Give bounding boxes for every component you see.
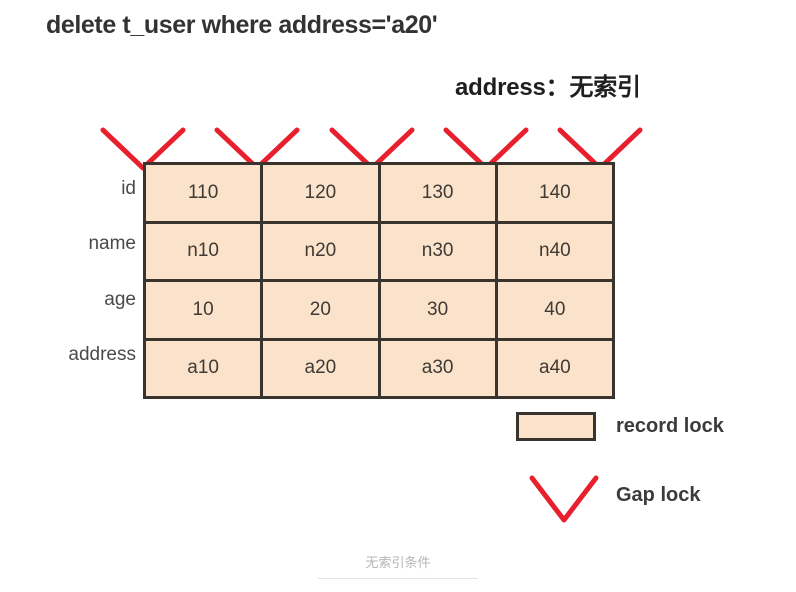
table-cell: 40	[494, 279, 616, 341]
row-label-age: age	[104, 288, 136, 310]
watermark-text: 无索引条件	[365, 555, 431, 570]
table-cell: a20	[260, 337, 381, 399]
table-cell: a30	[377, 337, 498, 399]
row-label-column: id name age address	[20, 162, 136, 384]
row-label-address: address	[68, 344, 136, 366]
table-cell: n20	[260, 220, 381, 282]
legend-record-lock-label: record lock	[616, 415, 724, 437]
table-cell: 10	[142, 279, 264, 341]
table-cell: 140	[494, 162, 616, 224]
watermark-divider	[318, 578, 478, 579]
table-cell: n30	[377, 220, 498, 282]
legend-gap-lock-icon	[529, 475, 599, 523]
table-cell: a10	[142, 337, 264, 399]
legend-record-lock-swatch	[516, 412, 596, 441]
table-cell: 30	[377, 279, 498, 341]
table-cell: 120	[260, 162, 381, 224]
page-title: delete t_user where address='a20'	[46, 11, 438, 39]
table-cell: n10	[142, 220, 264, 282]
table-cell: n40	[494, 220, 616, 282]
table-cell: 110	[142, 162, 264, 224]
table-cell: a40	[494, 337, 616, 399]
row-label-id: id	[121, 177, 136, 199]
index-annotation: address：无索引	[455, 74, 641, 101]
table-cell: 20	[260, 279, 381, 341]
legend-gap-lock-label: Gap lock	[616, 484, 701, 506]
row-label-name: name	[88, 233, 136, 255]
table-cell: 130	[377, 162, 498, 224]
